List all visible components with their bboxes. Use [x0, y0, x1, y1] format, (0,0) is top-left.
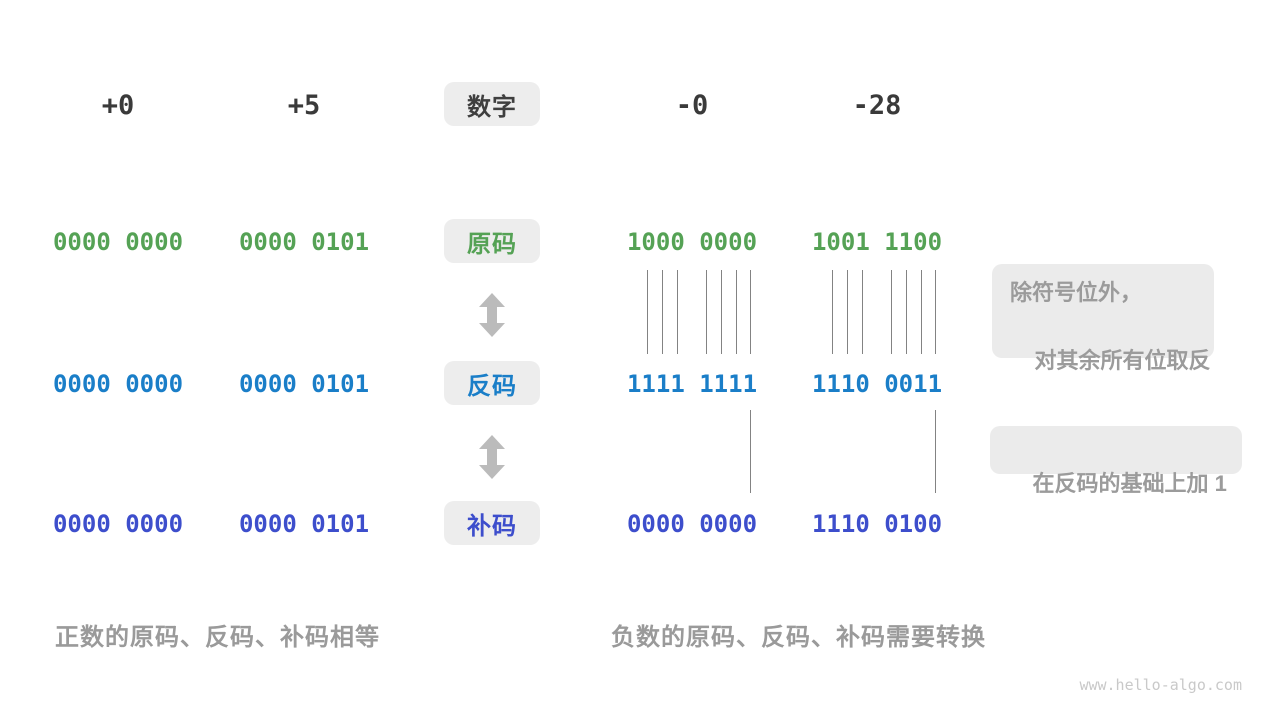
sign-magnitude-value-plus5: 0000 0101	[238, 228, 370, 256]
ones-complement-value-minus28: 1110 0011	[811, 370, 943, 398]
annotation-line-1: 在反码的基础上加 1	[1032, 471, 1227, 496]
twos-complement-value-minus28: 1110 0100	[811, 510, 943, 538]
badge-ones-complement: 反码	[444, 361, 540, 405]
header-number-minus0: -0	[675, 90, 709, 121]
annotation-add-one: 在反码的基础上加 1	[990, 426, 1242, 496]
ones-complement-value-plus5: 0000 0101	[238, 370, 370, 398]
sign-magnitude-value-plus0: 0000 0000	[52, 228, 184, 256]
caption-positive-numbers: 正数的原码、反码、补码相等	[55, 624, 380, 651]
badge-number: 数字	[444, 82, 540, 126]
up-down-arrow-icon	[479, 293, 505, 337]
badge-sign-magnitude: 原码	[444, 219, 540, 263]
badge-twos-complement: 补码	[444, 501, 540, 545]
twos-complement-value-plus0: 0000 0000	[52, 510, 184, 538]
sign-magnitude-value-minus28: 1001 1100	[811, 228, 943, 256]
header-number-minus28: -28	[852, 90, 902, 121]
ones-complement-value-plus0: 0000 0000	[52, 370, 184, 398]
twos-complement-value-minus0: 0000 0000	[626, 510, 758, 538]
header-number-plus5: +5	[287, 90, 321, 121]
annotation-invert-bits: 除符号位外， 对其余所有位取反	[992, 264, 1214, 373]
watermark-url: www.hello-algo.com	[1079, 676, 1242, 694]
caption-negative-numbers: 负数的原码、反码、补码需要转换	[611, 624, 986, 651]
twos-complement-value-plus5: 0000 0101	[238, 510, 370, 538]
annotation-line-2: 对其余所有位取反	[1034, 348, 1211, 373]
up-down-arrow-icon	[479, 435, 505, 479]
sign-magnitude-value-minus0: 1000 0000	[626, 228, 758, 256]
header-number-plus0: +0	[101, 90, 135, 121]
ones-complement-value-minus0: 1111 1111	[626, 370, 758, 398]
annotation-line-1: 除符号位外，	[1010, 280, 1143, 305]
